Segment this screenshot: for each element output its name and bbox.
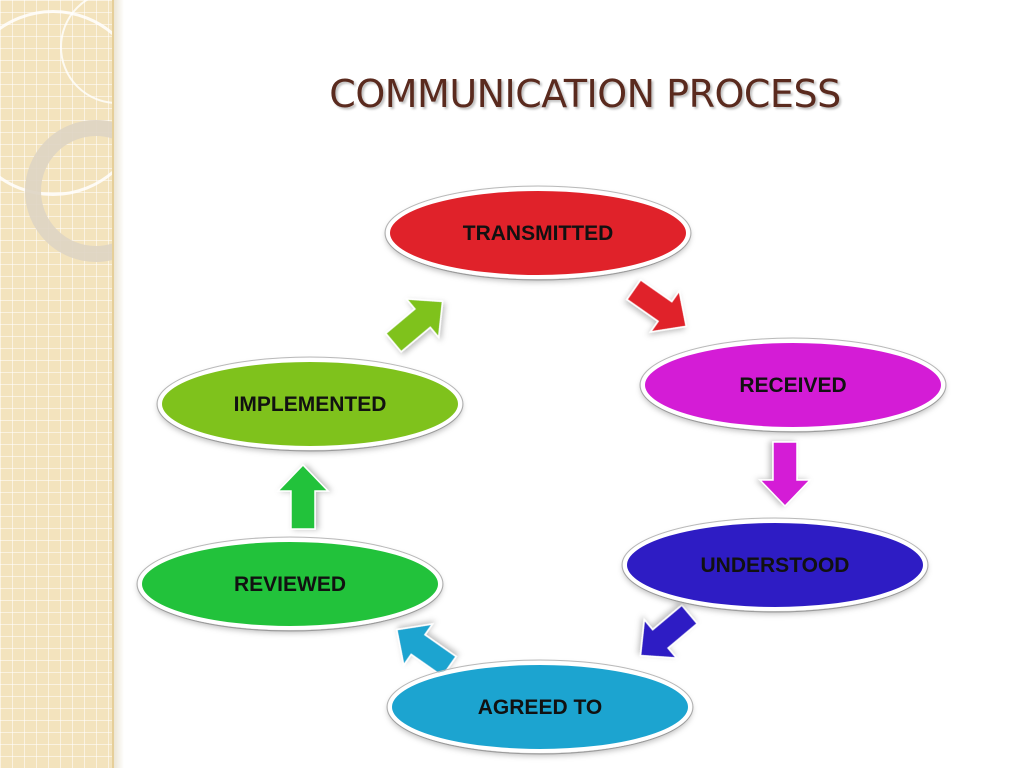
- node-label: AGREED TO: [478, 696, 602, 719]
- node-reviewed: REVIEWED: [136, 536, 444, 632]
- arrow-reviewed-to-implemented: [276, 463, 330, 530]
- node-agreed-to: AGREED TO: [386, 659, 694, 755]
- node-implemented: IMPLEMENTED: [156, 356, 464, 452]
- arrow-transmitted-to-received: [625, 278, 688, 333]
- node-label: RECEIVED: [739, 374, 846, 397]
- node-understood: UNDERSTOOD: [621, 517, 929, 613]
- decorative-sidebar: [0, 0, 114, 768]
- node-received: RECEIVED: [639, 337, 947, 433]
- sidebar-shadow: [114, 0, 124, 768]
- slide-title: COMMUNICATION PROCESS: [329, 72, 841, 116]
- node-transmitted: TRANSMITTED: [384, 185, 692, 281]
- node-label: TRANSMITTED: [463, 222, 614, 245]
- node-label: UNDERSTOOD: [701, 554, 850, 577]
- node-label: REVIEWED: [234, 573, 346, 596]
- arrow-received-to-understood: [758, 441, 812, 508]
- node-label: IMPLEMENTED: [234, 393, 387, 416]
- arrow-agreed-to-reviewed: [395, 623, 458, 678]
- arrow-understood-to-agreed: [639, 604, 699, 659]
- arrow-implemented-to-transmitted: [384, 298, 444, 353]
